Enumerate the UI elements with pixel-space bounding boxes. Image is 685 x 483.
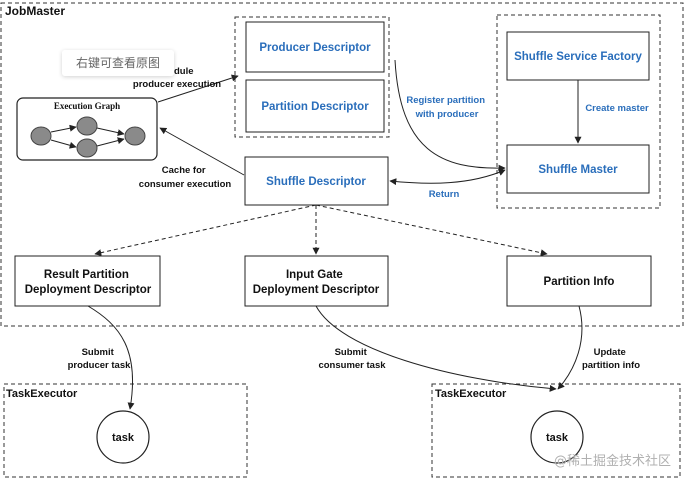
label-create-master: Create master bbox=[585, 103, 649, 114]
label-schedule-producer-line2: producer execution bbox=[133, 79, 221, 90]
input-gate-dd-line2: Deployment Descriptor bbox=[253, 284, 380, 296]
graph-vertex bbox=[30, 126, 52, 146]
edge-return bbox=[389, 169, 506, 186]
shuffle-service-factory-node bbox=[506, 31, 650, 81]
shuffle-group bbox=[496, 14, 661, 209]
result-partition-dd-line1: Result Partition bbox=[44, 269, 129, 281]
taskexecutor-right-container bbox=[431, 383, 681, 478]
label-update-partition-line1: Update bbox=[594, 347, 626, 358]
graph-edge bbox=[50, 139, 77, 149]
graph-edge bbox=[50, 124, 77, 133]
graph-vertex bbox=[124, 126, 146, 146]
result-partition-dd-node bbox=[14, 255, 161, 307]
label-submit-producer: Submit producer task bbox=[68, 347, 132, 371]
edge-register-partition bbox=[394, 59, 506, 172]
edge-shuffle-to-result bbox=[94, 204, 317, 257]
graph-edge bbox=[96, 137, 125, 147]
input-gate-dd-node bbox=[244, 255, 389, 307]
jobmaster-label: JobMaster bbox=[5, 4, 65, 18]
shuffle-service-factory-label: Shuffle Service Factory bbox=[514, 51, 642, 63]
producer-descriptor-node bbox=[245, 21, 385, 73]
taskexecutor-left-label: TaskExecutor bbox=[6, 388, 78, 400]
label-cache-consumer-line1: Cache for bbox=[162, 165, 206, 176]
task-right-node bbox=[530, 410, 584, 464]
result-partition-dd-line2: Deployment Descriptor bbox=[25, 284, 152, 296]
edge-submit-producer bbox=[87, 305, 135, 410]
execution-graph-title: Execution Graph bbox=[54, 101, 120, 111]
label-schedule-producer: dule bbox=[174, 66, 194, 77]
jobmaster-container bbox=[0, 2, 684, 327]
label-submit-producer-line1: Submit bbox=[82, 347, 115, 358]
partition-info-label: Partition Info bbox=[544, 276, 615, 288]
partition-info-node bbox=[506, 255, 652, 307]
taskexecutor-right-label: TaskExecutor bbox=[435, 388, 507, 400]
taskexecutor-left-container bbox=[3, 383, 248, 478]
label-submit-consumer-line1: Submit bbox=[335, 347, 368, 358]
partition-descriptor-node bbox=[245, 79, 385, 133]
producer-descriptor-label: Producer Descriptor bbox=[259, 42, 371, 54]
execution-graph-node: Execution Graph bbox=[16, 97, 158, 161]
edge-shuffle-to-partition-info bbox=[315, 204, 548, 257]
shuffle-descriptor-label: Shuffle Descriptor bbox=[266, 176, 366, 188]
label-register-partition: Register partition with producer bbox=[406, 95, 487, 120]
task-left-node bbox=[96, 410, 150, 464]
label-register-partition-line2: with producer bbox=[415, 109, 479, 120]
graph-vertex bbox=[76, 116, 98, 136]
label-schedule-producer-2: producer execution bbox=[133, 79, 221, 90]
edge-submit-consumer bbox=[315, 305, 557, 392]
label-return: Return bbox=[429, 189, 460, 200]
label-submit-consumer-line2: consumer task bbox=[318, 360, 386, 371]
watermark-text: @稀土掘金技术社区 bbox=[553, 454, 671, 469]
context-menu-hint[interactable]: 右键可查看原图 bbox=[62, 50, 174, 76]
label-cache-consumer: Cache for consumer execution bbox=[139, 165, 232, 190]
label-schedule-producer-line1: dule bbox=[174, 66, 194, 77]
edge-update-partition bbox=[557, 305, 583, 390]
graph-edge bbox=[96, 127, 125, 137]
label-submit-producer-line2: producer task bbox=[68, 360, 132, 371]
task-right-label: task bbox=[546, 432, 569, 444]
input-gate-dd-line1: Input Gate bbox=[286, 269, 343, 281]
label-submit-consumer: Submit consumer task bbox=[318, 347, 386, 371]
shuffle-descriptor-node bbox=[244, 156, 389, 206]
edge-cache-consumer bbox=[159, 127, 245, 176]
shuffle-master-label: Shuffle Master bbox=[538, 164, 618, 176]
edge-schedule-producer bbox=[157, 74, 239, 103]
label-update-partition-line2: partition info bbox=[582, 360, 640, 371]
graph-vertex bbox=[76, 138, 98, 158]
descriptor-group bbox=[234, 16, 390, 138]
label-update-partition: Update partition info bbox=[582, 347, 640, 371]
label-register-partition-line1: Register partition bbox=[406, 95, 485, 106]
input-gate-dd-label: Input Gate Deployment Descriptor bbox=[253, 269, 380, 296]
label-cache-consumer-line2: consumer execution bbox=[139, 179, 232, 190]
task-left-label: task bbox=[112, 432, 135, 444]
shuffle-master-node bbox=[506, 144, 650, 194]
result-partition-dd-label: Result Partition Deployment Descriptor bbox=[25, 269, 152, 296]
partition-descriptor-label: Partition Descriptor bbox=[261, 101, 369, 113]
